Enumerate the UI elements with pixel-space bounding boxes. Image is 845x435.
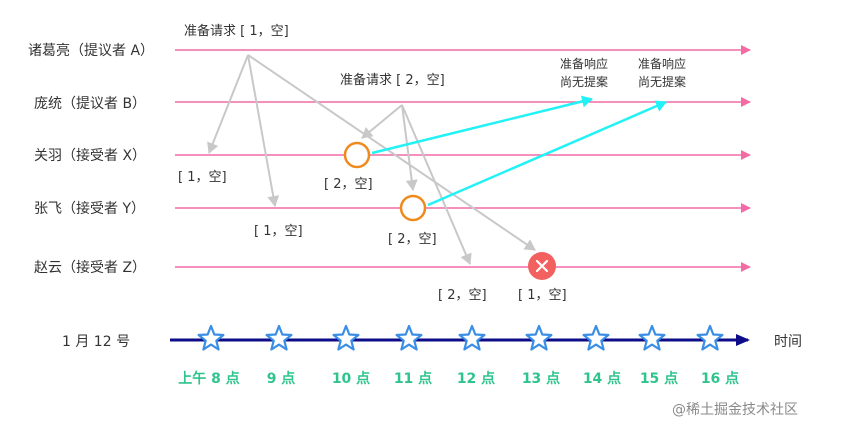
request-arrow-a-x <box>207 54 249 154</box>
request-arrow-a-z <box>247 54 536 251</box>
value-x-1: [ 1，空] <box>178 170 227 185</box>
hour-label: 11 点 <box>394 370 432 387</box>
response-arrow-x <box>371 95 593 155</box>
star-icon <box>197 324 225 351</box>
hour-label: 15 点 <box>640 370 678 387</box>
star-icon <box>638 324 666 351</box>
lane-label-b: 庞统（提议者 B） <box>34 96 146 112</box>
lane-label-a: 诸葛亮（提议者 A） <box>28 42 154 59</box>
response-2-line1: 准备响应 <box>638 56 686 71</box>
hour-label: 10 点 <box>332 370 370 387</box>
request-arrow-b-z <box>401 104 472 265</box>
request-arrow-b-y <box>401 104 418 191</box>
lane-label-z: 赵云（接受者 Z） <box>34 259 146 276</box>
hour-label: 14 点 <box>583 370 621 387</box>
hour-label: 9 点 <box>267 370 296 387</box>
hour-label: 16 点 <box>701 370 739 387</box>
hour-label: 13 点 <box>522 370 560 387</box>
value-y-2: [ 2，空] <box>388 232 437 247</box>
response-1-line1: 准备响应 <box>560 56 608 71</box>
request-arrow-a-y <box>247 54 280 207</box>
request-label-2: 准备请求 [ 2，空] <box>340 72 445 88</box>
request-label-1: 准备请求 [ 1，空] <box>184 23 289 39</box>
value-y-1: [ 1，空] <box>254 224 303 239</box>
accept-circle-x <box>343 141 371 169</box>
timeline-date: 1 月 12 号 <box>62 334 130 350</box>
response-arrow-y <box>427 100 667 207</box>
accept-circle-y <box>399 194 427 222</box>
timeline-axis-label: 时间 <box>774 334 802 350</box>
hour-label: 上午 8 点 <box>178 370 240 387</box>
reject-x-icon <box>535 259 549 273</box>
star-icon <box>458 324 486 351</box>
value-z-2: [ 2，空] <box>438 288 487 303</box>
star-icon <box>696 324 724 351</box>
star-icon <box>582 324 610 351</box>
value-z-1: [ 1，空] <box>518 288 567 303</box>
star-icon <box>525 324 553 351</box>
value-x-2: [ 2，空] <box>324 177 373 192</box>
star-icon <box>395 324 423 351</box>
lane-label-x: 关羽（接受者 X） <box>34 147 146 164</box>
watermark: @稀土掘金技术社区 <box>672 402 798 418</box>
lane-label-y: 张飞（接受者 Y） <box>34 200 145 217</box>
response-1-line2: 尚无提案 <box>560 74 608 89</box>
star-icon <box>332 324 360 351</box>
request-arrow-b-x <box>361 104 403 139</box>
timeline-ticks: 上午 8 点 9 点 10 点 11 点 12 点 13 点 14 点 15 点 16 点 <box>178 324 739 387</box>
hour-label: 12 点 <box>457 370 495 387</box>
star-icon <box>265 324 293 351</box>
response-2-line2: 尚无提案 <box>638 74 686 89</box>
